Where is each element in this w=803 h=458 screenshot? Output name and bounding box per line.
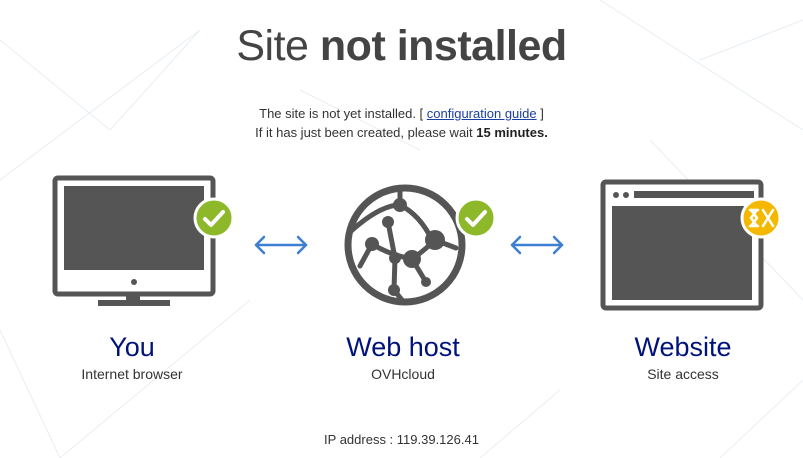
monitor-icon xyxy=(52,175,216,306)
intro-text: The site is not yet installed. [ configu… xyxy=(0,104,803,142)
host-status-badge xyxy=(455,197,497,239)
intro-line-2: If it has just been created, please wait… xyxy=(0,123,803,142)
node-host-name: Web host xyxy=(346,332,460,362)
node-host-sub: OVHcloud xyxy=(371,366,435,382)
you-status-badge xyxy=(193,197,235,239)
title-light: Site xyxy=(236,22,309,70)
intro-line-2-before: If it has just been created, please wait xyxy=(255,125,477,140)
node-site-name: Website xyxy=(634,332,732,362)
page-title: Site not installed xyxy=(0,20,803,72)
configuration-guide-link[interactable]: configuration guide xyxy=(426,106,537,121)
globe-network-icon xyxy=(344,184,466,306)
check-icon xyxy=(203,210,225,227)
wait-duration: 15 minutes. xyxy=(476,125,548,140)
node-you-name: You xyxy=(109,332,155,362)
double-arrow-icon xyxy=(254,235,308,255)
node-you: You Internet browser xyxy=(52,330,212,383)
site-status-badge xyxy=(740,197,782,239)
intro-line-1-after: ] xyxy=(536,106,544,121)
browser-window-icon xyxy=(600,179,764,311)
hourglass-tools-icon xyxy=(748,208,775,228)
check-icon xyxy=(465,210,487,227)
double-arrow-icon xyxy=(510,235,564,255)
node-site-sub: Site access xyxy=(647,366,719,382)
node-site: Website Site access xyxy=(603,330,763,383)
intro-line-1: The site is not yet installed. [ configu… xyxy=(0,104,803,123)
node-host: Web host OVHcloud xyxy=(323,330,483,383)
title-bold: not installed xyxy=(319,22,567,70)
node-you-sub: Internet browser xyxy=(81,366,183,382)
ip-address: IP address : 119.39.126.41 xyxy=(324,432,479,447)
intro-line-1-before: The site is not yet installed. [ xyxy=(259,106,427,121)
